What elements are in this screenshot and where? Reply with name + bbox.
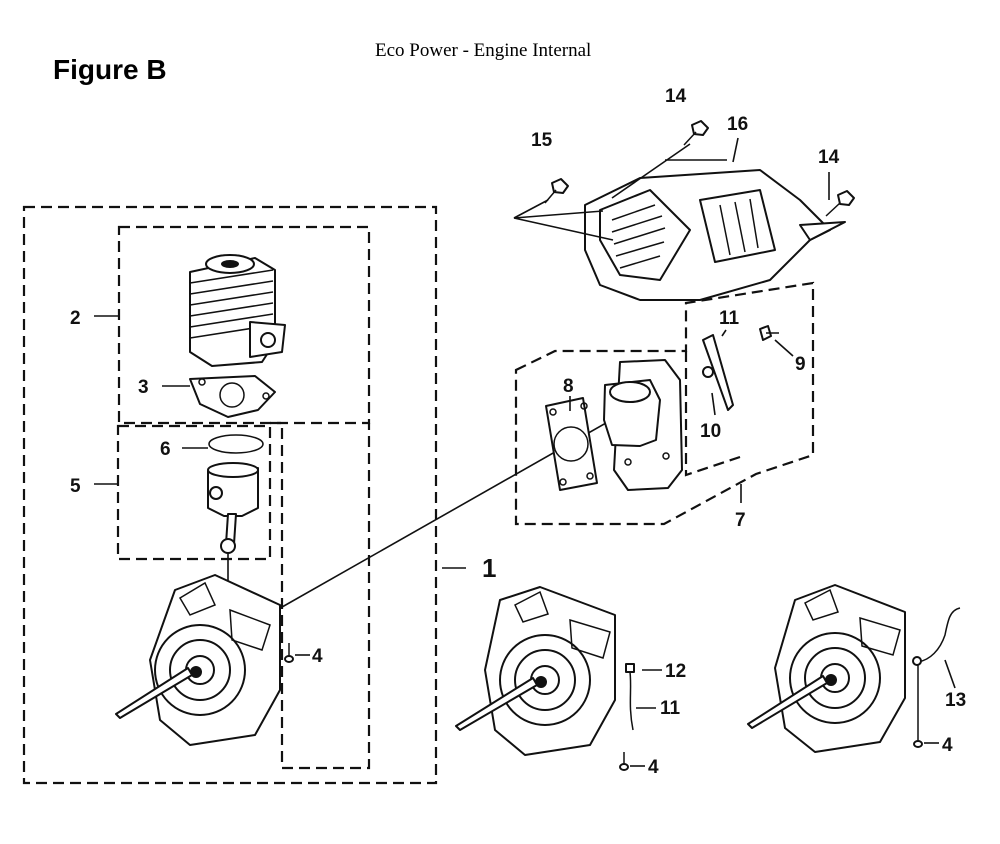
callout-4a: 4 bbox=[312, 646, 323, 667]
callout-9: 9 bbox=[795, 354, 806, 375]
group-box-7 bbox=[514, 281, 815, 526]
callout-16: 16 bbox=[727, 114, 748, 135]
screw-icon bbox=[284, 643, 294, 663]
screw-icon bbox=[619, 752, 629, 771]
cylinder-icon bbox=[189, 254, 286, 367]
callout-7: 7 bbox=[735, 510, 746, 531]
callout-4b: 4 bbox=[648, 757, 659, 778]
screw-icon bbox=[683, 120, 709, 146]
callout-1: 1 bbox=[482, 553, 496, 583]
callout-10: 10 bbox=[700, 421, 721, 442]
figure-label: Figure B bbox=[53, 54, 167, 85]
crankcase-icon bbox=[115, 574, 281, 746]
diagram-subtitle: Eco Power - Engine Internal bbox=[375, 40, 591, 61]
callout-4c: 4 bbox=[942, 735, 953, 756]
callout-6: 6 bbox=[160, 439, 171, 460]
callout-14b: 14 bbox=[818, 147, 840, 168]
alignment-line bbox=[267, 397, 651, 616]
cylinder-cover-icon bbox=[584, 169, 846, 301]
piston-icon bbox=[207, 462, 259, 554]
crankcase-icon bbox=[747, 584, 906, 753]
screw-icon bbox=[913, 730, 923, 748]
muffler-gasket-icon bbox=[545, 397, 598, 491]
muffler-icon bbox=[603, 359, 683, 491]
callout-15: 15 bbox=[531, 130, 553, 151]
callout-5: 5 bbox=[70, 476, 81, 497]
screw-icon bbox=[759, 325, 779, 341]
callout-13: 13 bbox=[945, 690, 966, 711]
callout-2: 2 bbox=[70, 308, 81, 329]
group-box-1 bbox=[22, 205, 438, 785]
ground-wire-icon bbox=[912, 607, 961, 730]
callout-14a: 14 bbox=[665, 86, 687, 107]
callout-11a: 11 bbox=[719, 308, 740, 329]
callout-12: 12 bbox=[665, 661, 686, 682]
screw-icon bbox=[544, 178, 569, 204]
gasket-icon bbox=[189, 375, 276, 418]
callout-11b: 11 bbox=[660, 698, 681, 719]
muffler-bracket-icon bbox=[702, 334, 734, 411]
group-box-8-divider bbox=[684, 351, 741, 477]
screw-icon bbox=[825, 190, 855, 217]
group-box-5 bbox=[116, 424, 272, 561]
callout-3: 3 bbox=[138, 377, 149, 398]
group-box-inner bbox=[270, 421, 371, 770]
wire-terminal-icon bbox=[625, 663, 635, 731]
callout-8: 8 bbox=[563, 376, 574, 397]
piston-ring-icon bbox=[208, 434, 264, 454]
crankcase-icon bbox=[455, 586, 616, 756]
group-box-2 bbox=[117, 225, 371, 425]
